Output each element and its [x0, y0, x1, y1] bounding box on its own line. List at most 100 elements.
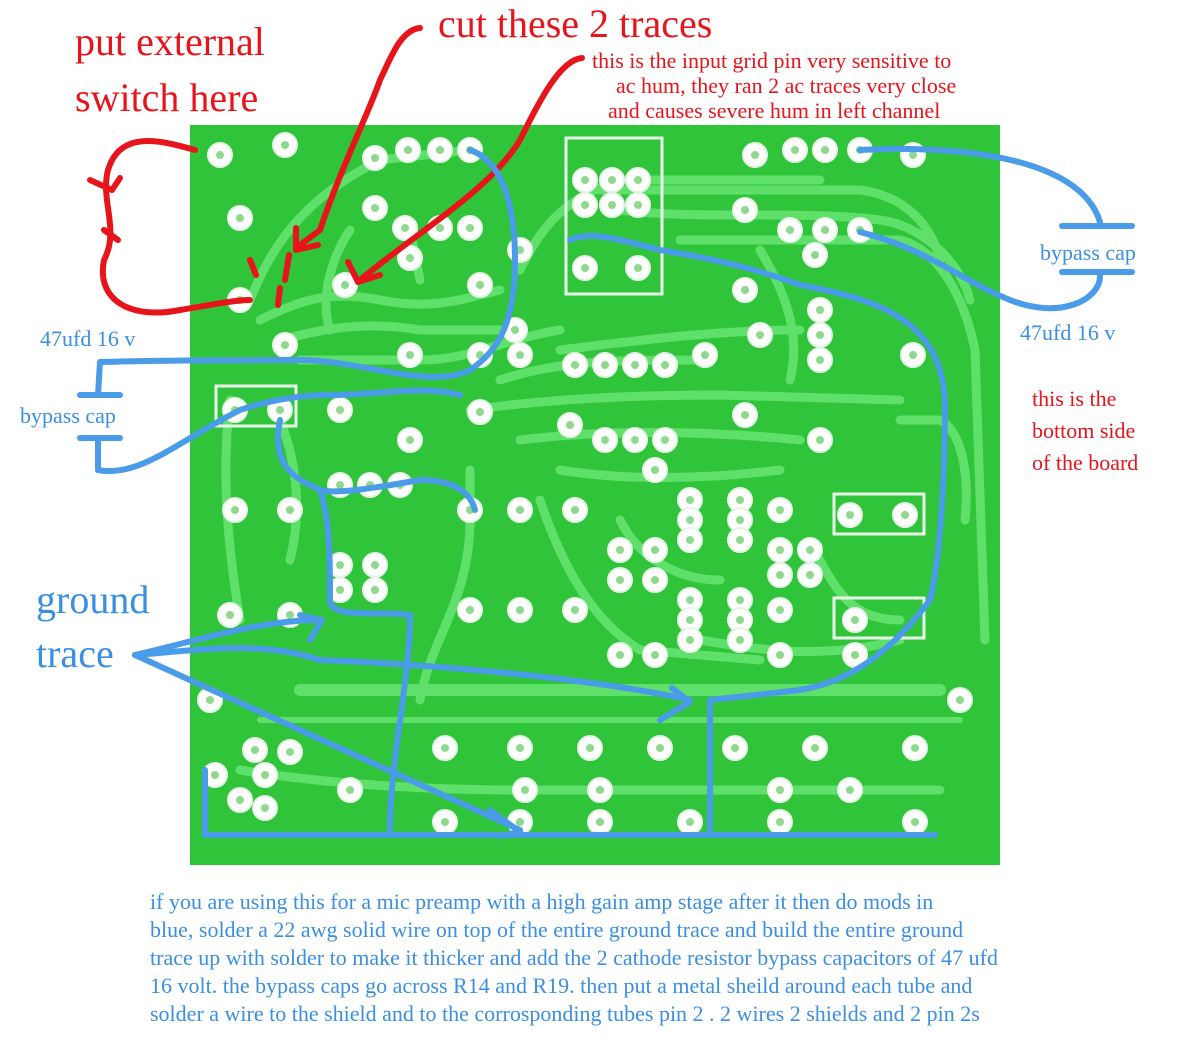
pad-hole [236, 214, 244, 222]
pad-hole [651, 546, 659, 554]
pad-hole [736, 596, 744, 604]
pad-hole [336, 481, 344, 489]
pad-hole [516, 506, 524, 514]
pad-hole [909, 351, 917, 359]
pad-hole [406, 436, 414, 444]
pad-hole [436, 224, 444, 232]
pad-hole [406, 351, 414, 359]
pad-hole [516, 818, 524, 826]
pad-hole [851, 651, 859, 659]
pad-hole [466, 606, 474, 614]
pad-hole [441, 744, 449, 752]
bottom-side-line2: bottom side [1032, 418, 1136, 443]
switch-annotation-line1: put external [75, 19, 265, 64]
pad-hole [516, 744, 524, 752]
pad-hole [336, 586, 344, 594]
pad-hole [821, 226, 829, 234]
pad-hole [686, 636, 694, 644]
pad-hole [736, 636, 744, 644]
pad-hole [251, 746, 259, 754]
pad-hole [616, 651, 624, 659]
pad-hole [661, 361, 669, 369]
pad-hole [616, 576, 624, 584]
caption-line: trace up with solder to make it thicker … [150, 945, 998, 970]
pad-hole [401, 224, 409, 232]
pad-hole [651, 466, 659, 474]
pad-hole [511, 326, 519, 334]
pad-hole [371, 204, 379, 212]
mod-instructions-caption: if you are using this for a mic preamp w… [150, 888, 1190, 1028]
pad-hole [741, 411, 749, 419]
pad-hole [261, 804, 269, 812]
pad-hole [281, 141, 289, 149]
pad-hole [901, 511, 909, 519]
cap-value-right-label: 47ufd 16 v [1020, 320, 1116, 345]
pad-hole [656, 744, 664, 752]
switch-annotation-line2: switch here [75, 75, 259, 120]
pad-hole [586, 744, 594, 752]
pad-hole [686, 516, 694, 524]
pad-hole [776, 546, 784, 554]
pad-hole [476, 281, 484, 289]
pad-hole [956, 696, 964, 704]
pad-hole [601, 361, 609, 369]
pad-hole [276, 406, 284, 414]
pad-hole [811, 251, 819, 259]
pad-hole [736, 616, 744, 624]
ground-trace-line2: trace [36, 631, 114, 676]
pad-hole [581, 201, 589, 209]
pad-hole [909, 151, 917, 159]
pad-hole [286, 506, 294, 514]
pad-hole [631, 361, 639, 369]
pad-hole [516, 351, 524, 359]
pad-hole [211, 771, 219, 779]
pad-hole [634, 201, 642, 209]
pad-hole [216, 151, 224, 159]
pad-hole [608, 176, 616, 184]
pad-hole [466, 224, 474, 232]
pad-hole [651, 651, 659, 659]
pad-hole [736, 516, 744, 524]
pad-hole [206, 696, 214, 704]
pad-hole [371, 561, 379, 569]
caption-line: blue, solder a 22 awg solid wire on top … [150, 917, 964, 942]
pad-hole [686, 496, 694, 504]
pad-hole [634, 264, 642, 272]
grid-note-line3: and causes severe hum in left channel [608, 98, 941, 123]
pad-hole [336, 561, 344, 569]
pad-hole [281, 341, 289, 349]
pad-hole [821, 146, 829, 154]
pad-hole [346, 786, 354, 794]
pad-hole [516, 606, 524, 614]
pad-hole [286, 748, 294, 756]
pad-hole [911, 744, 919, 752]
pad-hole [846, 511, 854, 519]
pad-hole [686, 616, 694, 624]
pad-hole [231, 506, 239, 514]
pad-hole [686, 536, 694, 544]
pad-hole [911, 818, 919, 826]
pad-hole [571, 606, 579, 614]
pad-hole [476, 408, 484, 416]
pad-hole [776, 818, 784, 826]
cap-value-left-label: 47ufd 16 v [40, 326, 136, 351]
pad-hole [566, 421, 574, 429]
pad-hole [851, 616, 859, 624]
pad-hole [634, 176, 642, 184]
pad-hole [751, 151, 759, 159]
pad-hole [406, 254, 414, 262]
pad-hole [816, 356, 824, 364]
pad-hole [846, 786, 854, 794]
caption-line: solder a wire to the shield and to the c… [150, 1001, 980, 1026]
pad-hole [776, 651, 784, 659]
pad-hole [616, 546, 624, 554]
pad-hole [516, 246, 524, 254]
pad-hole [686, 596, 694, 604]
pad-hole [701, 351, 709, 359]
pad-hole [686, 818, 694, 826]
blue-annotation-strokes [77, 145, 1135, 839]
bottom-side-line3: of the board [1032, 450, 1139, 475]
bypass-cap-right-label: bypass cap [1040, 240, 1136, 265]
pad-hole [581, 264, 589, 272]
